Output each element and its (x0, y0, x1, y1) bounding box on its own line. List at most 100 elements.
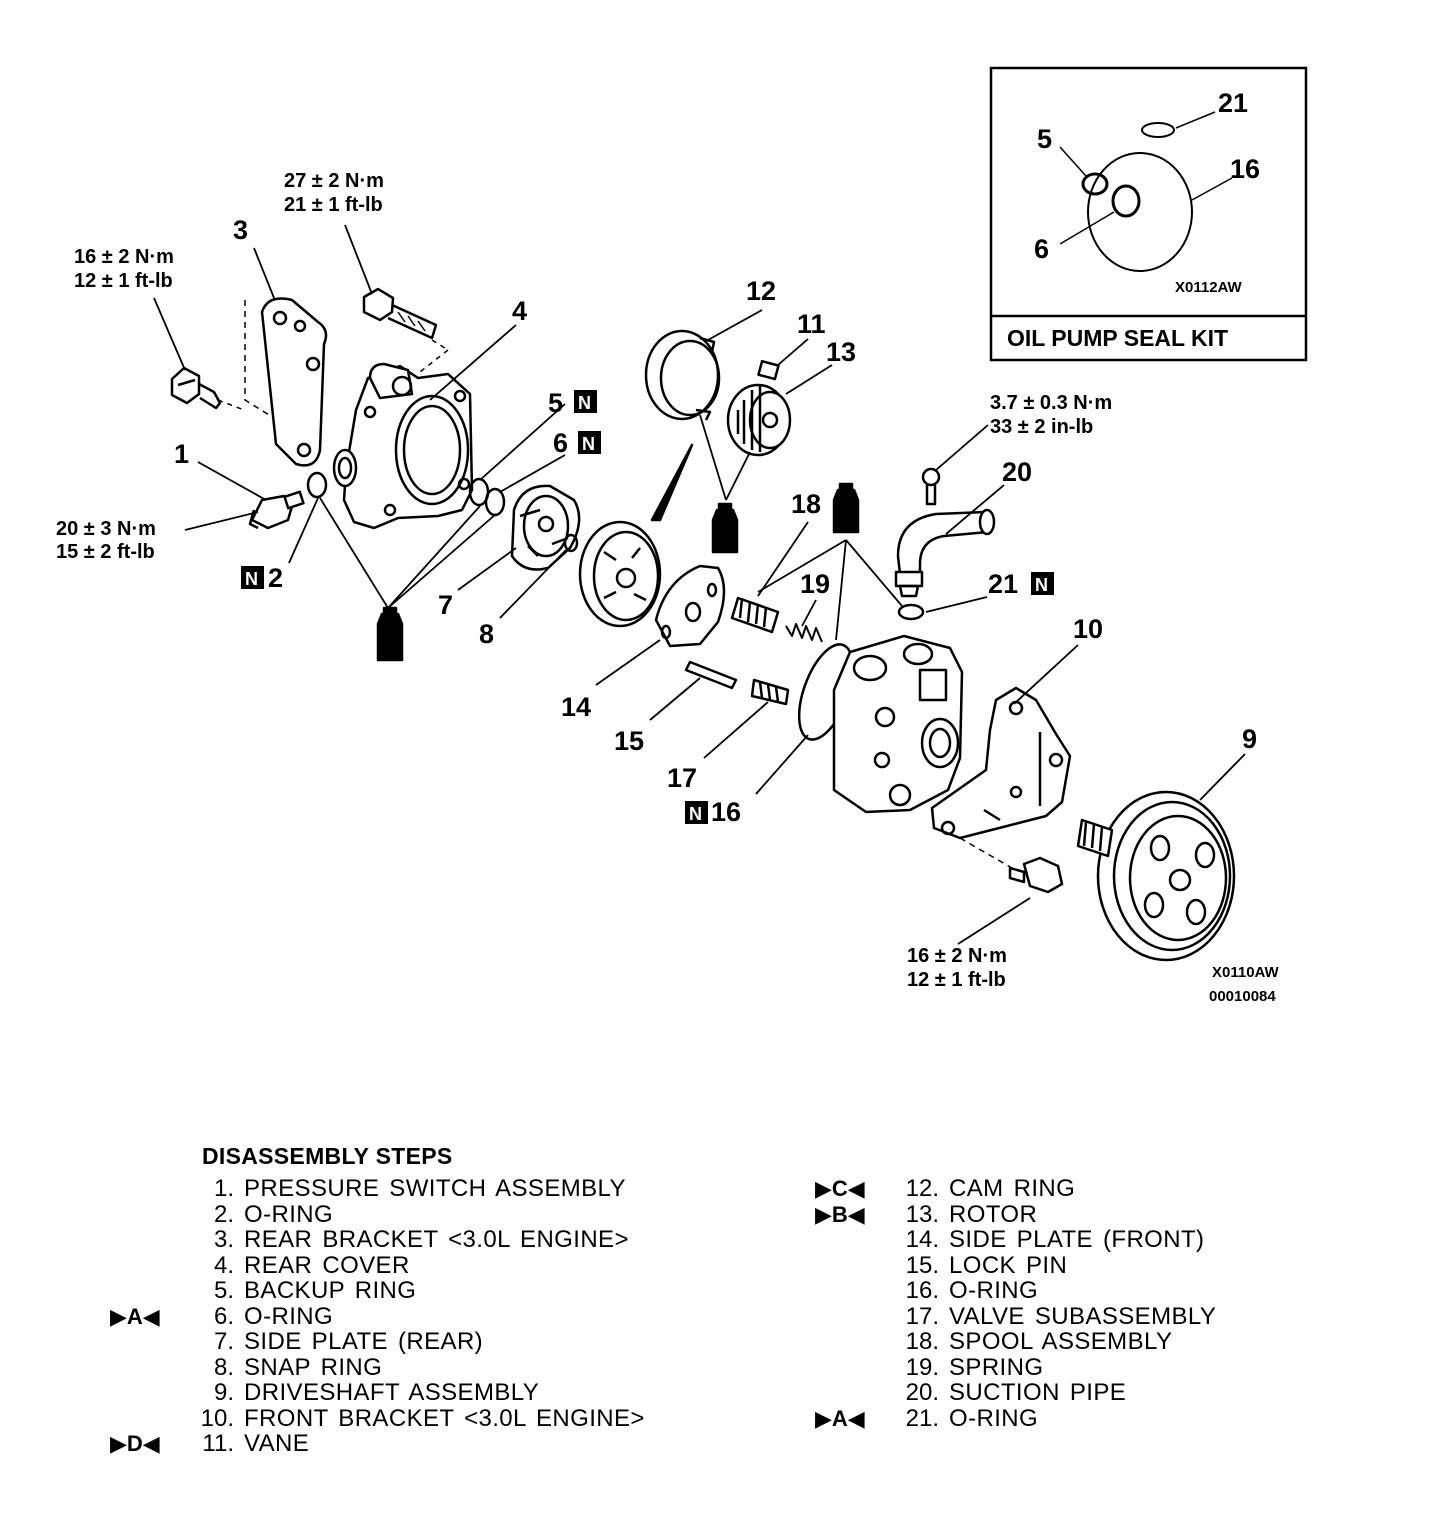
spool-assembly (730, 596, 780, 634)
callout-17: 17 (667, 763, 697, 793)
torque-rear-bracket-ftlb: 12 ± 1 ft-lb (74, 270, 173, 292)
callout-6: 6 (553, 428, 568, 458)
kit-label-16: 16 (1230, 154, 1260, 184)
rear-cover (332, 362, 474, 530)
step-label: FRONT BRACKET <3.0L ENGINE> (244, 1404, 645, 1432)
driveshaft-assembly (1076, 790, 1236, 962)
step-label: SPOOL ASSEMBLY (949, 1328, 1173, 1355)
pressure-switch (248, 490, 305, 530)
callout-11: 11 (797, 309, 826, 339)
cam-ring (644, 329, 721, 421)
callout-labels: 3 4 1 2 5 6 7 8 12 11 13 18 19 20 21 10 … (174, 215, 1257, 827)
callout-15: 15 (614, 726, 644, 756)
step-label: SPRING (949, 1353, 1044, 1381)
step-label: SIDE PLATE (REAR) (244, 1328, 484, 1355)
o-ring-16-kit (1087, 152, 1193, 272)
service-mark: ▶D◀ (110, 1431, 160, 1456)
svg-text:N: N (582, 434, 595, 454)
step-item: 16.O-RING (905, 1277, 1039, 1304)
torque-front-bracket-nm: 16 ± 2 N·m (907, 945, 1007, 967)
step-item: ▶D◀11.VANE (110, 1430, 310, 1457)
step-item: ▶A◀21.O-RING (815, 1404, 1039, 1432)
step-label: REAR BRACKET <3.0L ENGINE> (244, 1226, 629, 1253)
step-label: VANE (244, 1430, 310, 1457)
figure-serial: 00010084 (1209, 988, 1276, 1005)
vane (757, 359, 780, 381)
fluid-bottle-2 (711, 502, 739, 554)
torque-pipe-bolt-inlb: 33 ± 2 in-lb (990, 416, 1093, 438)
step-label: SNAP RING (244, 1353, 383, 1381)
n-mark-part-5: N (574, 390, 597, 413)
service-mark: ▶B◀ (815, 1201, 865, 1227)
step-label: LOCK PIN (949, 1251, 1068, 1279)
step-label: BACKUP RING (244, 1277, 417, 1304)
leader-lines (153, 224, 1246, 945)
step-label: PRESSURE SWITCH ASSEMBLY (244, 1175, 626, 1202)
steps-list-right: ▶C◀12.CAM RING ▶B◀13.ROTOR 14.SIDE PLATE… (815, 1176, 1216, 1431)
step-item: 10.FRONT BRACKET <3.0L ENGINE> (200, 1404, 645, 1432)
torque-rear-bolt-ftlb: 21 ± 1 ft-lb (284, 194, 383, 216)
step-label: O-RING (244, 1302, 334, 1330)
o-ring-6-kit (1111, 184, 1141, 218)
svg-text:N: N (245, 569, 258, 589)
rear-cover-bolt (362, 287, 449, 373)
spring-19 (785, 623, 823, 643)
torque-switch-nm: 20 ± 3 N·m (56, 518, 156, 540)
callout-10: 10 (1073, 614, 1103, 644)
step-label: SUCTION PIPE (949, 1379, 1127, 1406)
o-ring-21-kit (1141, 122, 1175, 138)
steps-heading: DISASSEMBLY STEPS (202, 1143, 453, 1169)
step-label: CAM RING (949, 1175, 1076, 1202)
n-mark-part-21: N (1031, 572, 1054, 595)
torque-rear-bolt-nm: 27 ± 2 N·m (284, 170, 384, 192)
rear-bracket-bolt (170, 366, 245, 411)
o-ring-2 (306, 471, 328, 499)
step-item: ▶B◀13.ROTOR (815, 1200, 1038, 1228)
step-item: 15.LOCK PIN (905, 1251, 1068, 1279)
step-item: 17.VALVE SUBASSEMBLY (905, 1302, 1217, 1330)
side-plate-rear (510, 484, 581, 571)
torque-pipe-bolt-nm: 3.7 ± 0.3 N·m (990, 392, 1112, 414)
fluid-bottle-1 (376, 606, 404, 662)
rear-bracket (244, 297, 328, 467)
callout-4: 4 (512, 296, 527, 326)
rotor (726, 383, 792, 457)
step-label: DRIVESHAFT ASSEMBLY (244, 1379, 540, 1406)
step-label: SIDE PLATE (FRONT) (949, 1226, 1205, 1253)
callout-12: 12 (746, 276, 776, 306)
step-item: 3.REAR BRACKET <3.0L ENGINE> (213, 1226, 629, 1253)
callout-19: 19 (800, 569, 830, 599)
callout-13: 13 (826, 337, 856, 367)
step-item: 18.SPOOL ASSEMBLY (905, 1328, 1173, 1355)
front-bracket-bolt (959, 837, 1064, 894)
step-label: REAR COVER (244, 1251, 410, 1279)
step-label: O-RING (949, 1277, 1039, 1304)
callout-20: 20 (1002, 457, 1032, 487)
callout-8: 8 (479, 619, 494, 649)
pump-housing (832, 634, 964, 814)
step-item: 4.REAR COVER (213, 1251, 410, 1279)
step-item: 19.SPRING (905, 1353, 1044, 1381)
svg-text:N: N (1035, 575, 1048, 595)
steps-list-left: 1.PRESSURE SWITCH ASSEMBLY 2.O-RING 3.RE… (110, 1176, 645, 1457)
callout-3: 3 (233, 215, 248, 245)
backup-ring-5-kit (1081, 172, 1109, 196)
torque-switch-ftlb: 15 ± 2 ft-lb (56, 541, 155, 563)
torque-rear-bracket-nm: 16 ± 2 N·m (74, 246, 174, 268)
lock-pin (684, 660, 738, 690)
torque-specs: 27 ± 2 N·m 21 ± 1 ft-lb 16 ± 2 N·m 12 ± … (56, 170, 1112, 991)
assembly-arrow (650, 443, 694, 522)
step-label: O-RING (244, 1200, 334, 1228)
suction-pipe (894, 508, 996, 598)
kit-label-6: 6 (1034, 234, 1049, 264)
fluid-bottle-3 (832, 482, 860, 534)
step-item: 5.BACKUP RING (213, 1277, 417, 1304)
n-mark-part-2: N (241, 566, 264, 589)
service-mark: ▶A◀ (110, 1303, 160, 1329)
suction-pipe-bolt (921, 467, 941, 506)
torque-front-bracket-ftlb: 12 ± 1 ft-lb (907, 969, 1006, 991)
parts-drawing (170, 287, 1236, 962)
step-label: O-RING (949, 1404, 1039, 1432)
o-ring-21 (897, 603, 925, 621)
